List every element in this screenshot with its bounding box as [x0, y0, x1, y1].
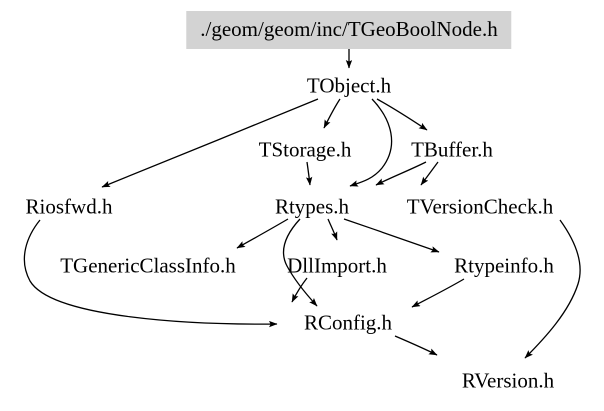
edge-rtypes-to-dllimport	[327, 218, 338, 241]
edge-tobject-to-tstorage	[323, 98, 341, 129]
node-tobject[interactable]: TObject.h	[306, 73, 392, 98]
node-tgenericclassinfo[interactable]: TGenericClassInfo.h	[60, 253, 236, 278]
node-rtypeinfo[interactable]: Rtypeinfo.h	[454, 253, 554, 278]
edge-dllimport-to-rconfig	[291, 277, 308, 303]
edge-tobject-to-rtypes	[349, 98, 393, 187]
node-rconfig[interactable]: RConfig.h	[303, 310, 393, 335]
node-tversioncheck[interactable]: TVersionCheck.h	[406, 194, 554, 219]
edge-tbuffer-to-tversioncheck	[420, 161, 439, 186]
edge-tversioncheck-to-rversion	[524, 219, 581, 359]
node-riosfwd[interactable]: Riosfwd.h	[25, 194, 113, 219]
edge-rtypes-to-rtypeinfo	[343, 218, 440, 253]
node-dllimport[interactable]: DllImport.h	[287, 253, 387, 278]
edge-rtypes-to-tgenericclassinfo	[236, 218, 289, 249]
node-rversion[interactable]: RVersion.h	[461, 368, 555, 393]
node-root[interactable]: ./geom/geom/inc/TGeoBoolNode.h	[186, 11, 512, 49]
edge-rtypes-to-rconfig	[282, 218, 318, 307]
node-rtypes[interactable]: Rtypes.h	[274, 194, 350, 219]
edge-rtypeinfo-to-rconfig	[411, 278, 465, 308]
edge-tobject-to-tbuffer	[376, 98, 428, 131]
edge-tbuffer-to-rtypes	[375, 161, 427, 186]
node-tbuffer[interactable]: TBuffer.h	[411, 137, 493, 162]
node-tstorage[interactable]: TStorage.h	[258, 137, 352, 162]
edge-tobject-to-riosfwd	[101, 98, 319, 188]
edge-riosfwd-to-rconfig	[23, 219, 278, 328]
edge-tstorage-to-rtypes	[305, 161, 313, 186]
edge-rconfig-to-rversion	[394, 335, 438, 356]
